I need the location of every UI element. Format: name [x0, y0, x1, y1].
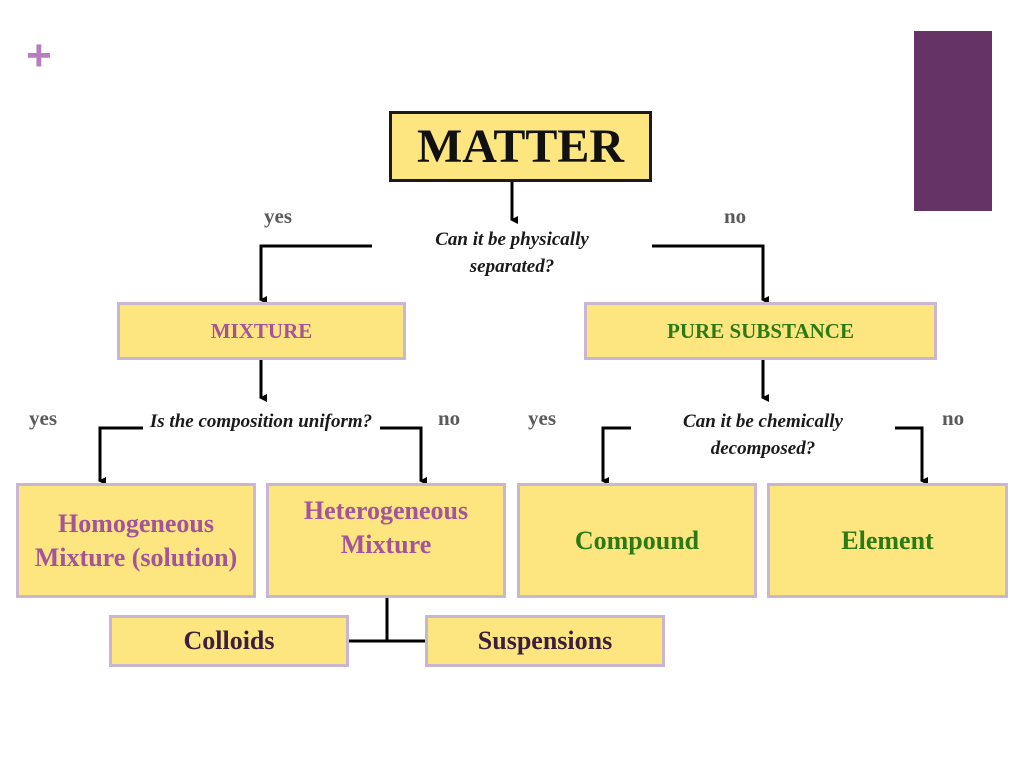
arrow-to-element — [895, 426, 928, 485]
element-label: Element — [841, 525, 934, 555]
pure-substance-box: PURE SUBSTANCE — [584, 302, 937, 360]
q1-yes-label: yes — [264, 204, 292, 228]
mixture-label: MIXTURE — [210, 318, 313, 343]
q2-yes-label: yes — [29, 406, 57, 430]
suspensions-box: Suspensions — [425, 615, 665, 667]
homogeneous-mixture-box: Homogeneous Mixture (solution) — [16, 483, 256, 598]
question-physically-separated-text: Can it be physically separated? — [435, 229, 589, 277]
compound-box: Compound — [517, 483, 757, 598]
plus-icon: + — [26, 31, 52, 80]
accent-bar — [914, 31, 992, 211]
question-composition-uniform: Is the composition uniform? — [146, 408, 376, 435]
heterogeneous-mixture-box: Heterogeneous Mixture — [266, 483, 506, 598]
question-chemically-decomposed-text: Can it be chemically decomposed? — [683, 411, 843, 459]
matter-label: MATTER — [416, 120, 625, 173]
question-composition-uniform-text: Is the composition uniform? — [149, 411, 373, 432]
homogeneous-mixture-label: Homogeneous Mixture (solution) — [34, 508, 238, 572]
question-physically-separated: Can it be physically separated? — [392, 226, 632, 280]
q1-no-label: no — [724, 204, 747, 228]
arrow-to-heterogeneous — [380, 426, 427, 485]
element-box: Element — [767, 483, 1008, 598]
matter-box: MATTER — [389, 111, 652, 182]
q3-yes-label: yes — [528, 406, 556, 430]
colloids-box: Colloids — [109, 615, 349, 667]
arrow-to-pure-substance — [652, 244, 769, 304]
arrow-to-compound — [601, 426, 631, 485]
pure-substance-label: PURE SUBSTANCE — [667, 318, 854, 343]
q2-no-label: no — [438, 406, 461, 430]
q3-no-label: no — [942, 406, 965, 430]
arrow-to-homogeneous — [98, 426, 143, 485]
mixture-box: MIXTURE — [117, 302, 406, 360]
compound-label: Compound — [574, 525, 700, 555]
colloids-label: Colloids — [183, 626, 275, 655]
heterogeneous-mixture-label: Heterogeneous Mixture — [303, 496, 469, 559]
arrow-to-mixture — [259, 244, 372, 304]
suspensions-label: Suspensions — [477, 626, 613, 655]
question-chemically-decomposed: Can it be chemically decomposed? — [634, 408, 892, 462]
